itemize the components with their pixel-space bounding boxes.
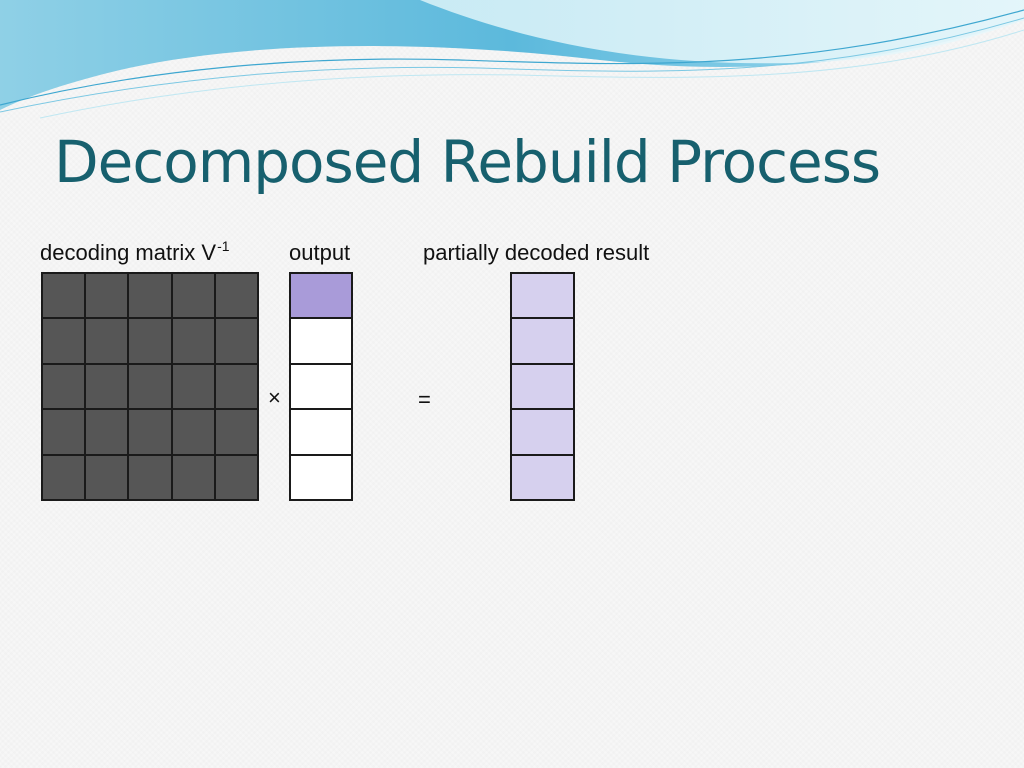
output-cell (290, 363, 352, 410)
output-vector (289, 272, 353, 501)
matrix-cell (214, 409, 258, 455)
matrix-cell (85, 318, 129, 364)
multiply-sign: × (268, 385, 281, 410)
matrix-cell (42, 363, 86, 410)
matrix-cell (171, 363, 215, 410)
matrix-cell (128, 363, 172, 410)
result-cell (511, 409, 574, 455)
matrix-cell (85, 454, 129, 500)
matrix-cell (42, 409, 86, 455)
slide-title: Decomposed Rebuild Process (54, 128, 881, 196)
matrix-cell (214, 454, 258, 500)
matrix-cell (171, 318, 215, 364)
matrix-cell (171, 409, 215, 455)
matrix-cell (214, 363, 258, 410)
output-cell (290, 273, 352, 319)
matrix-cell (128, 318, 172, 364)
partial-result-vector (510, 272, 575, 501)
decoding-matrix-label-text: decoding matrix V (40, 240, 217, 265)
matrix-cell (85, 363, 129, 410)
decoding-matrix-label: decoding matrix V-1 (40, 238, 230, 266)
header-wave-decoration (0, 0, 1024, 119)
matrix-cell (42, 454, 86, 500)
output-cell (290, 318, 352, 364)
result-cell (511, 273, 574, 319)
matrix-cell (85, 409, 129, 455)
matrix-cell (42, 273, 86, 319)
matrix-cell (171, 454, 215, 500)
matrix-cell (85, 273, 129, 319)
output-cell (290, 454, 352, 500)
inverse-superscript: -1 (217, 238, 230, 254)
equals-sign: = (418, 387, 431, 412)
matrix-cell (128, 273, 172, 319)
matrix-cell (214, 318, 258, 364)
matrix-cell (171, 273, 215, 319)
result-cell (511, 318, 574, 364)
result-cell (511, 363, 574, 410)
output-cell (290, 409, 352, 455)
matrix-cell (128, 409, 172, 455)
decoding-matrix (41, 272, 259, 501)
output-label: output (289, 240, 351, 265)
partial-result-label: partially decoded result (423, 240, 650, 265)
matrix-cell (214, 273, 258, 319)
matrix-cell (42, 318, 86, 364)
matrix-cell (128, 454, 172, 500)
result-cell (511, 454, 574, 500)
